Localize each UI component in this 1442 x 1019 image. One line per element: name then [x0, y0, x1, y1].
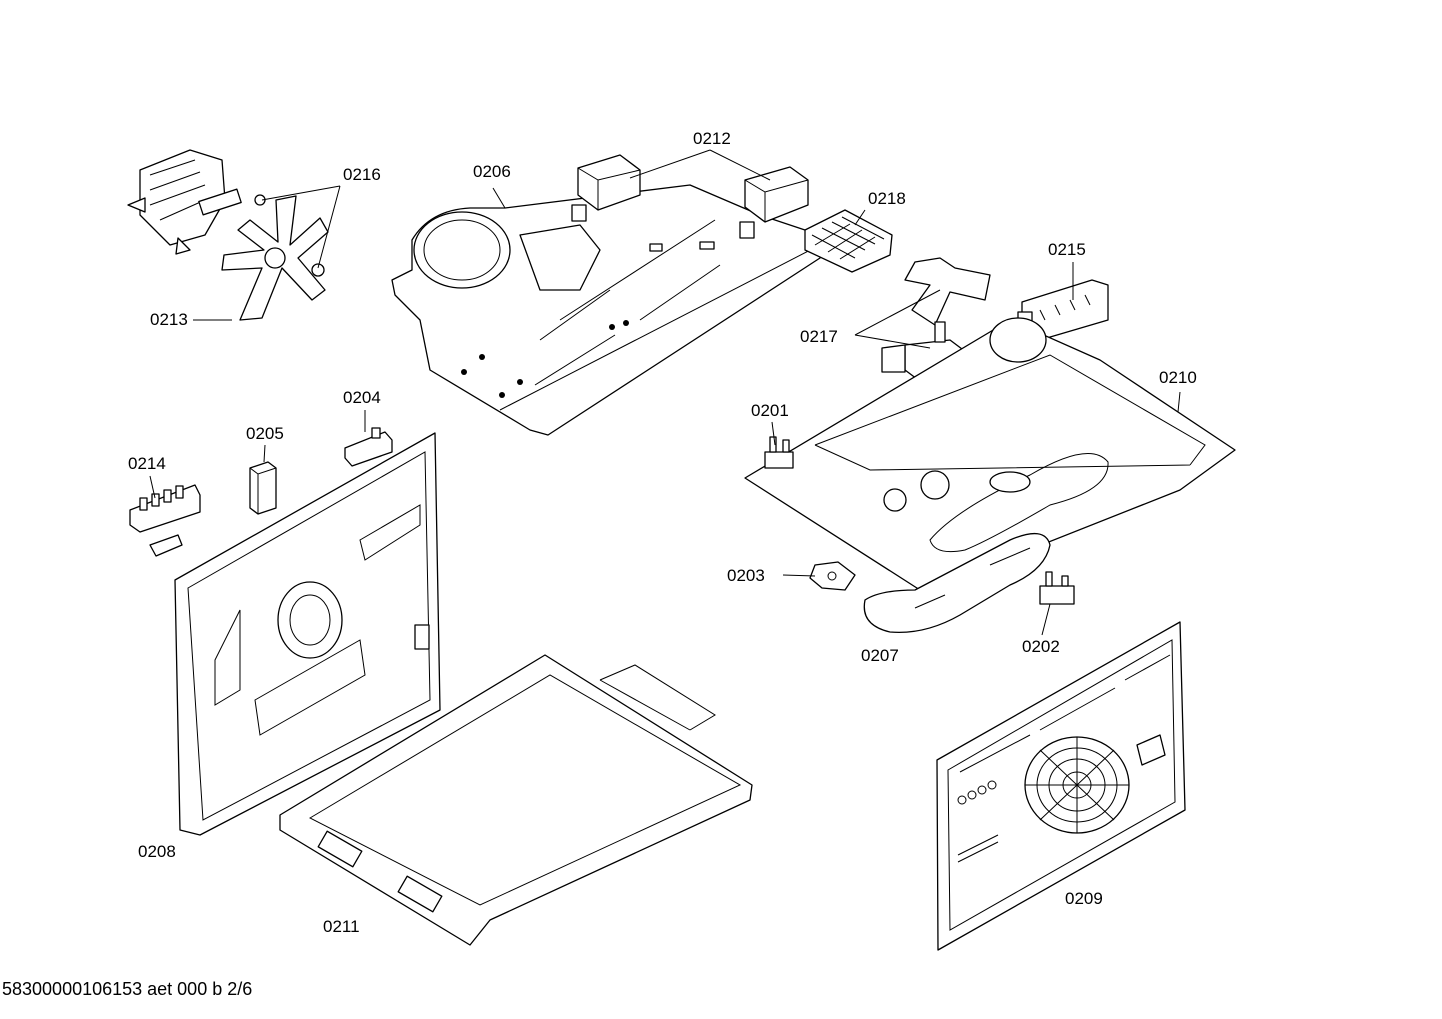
- callout-0206: 0206: [473, 162, 511, 181]
- heatsink-part-0218: [804, 209, 893, 273]
- callout-0207: 0207: [861, 646, 899, 665]
- callout-0209: 0209: [1065, 889, 1103, 908]
- top-cover-part-0206: [391, 184, 836, 436]
- callout-0212: 0212: [693, 129, 731, 148]
- base-plate-part-0210: [744, 317, 1236, 591]
- side-panel-part-0208: [174, 432, 441, 836]
- callout-0218: 0218: [868, 189, 906, 208]
- transformer-part-0212a: [571, 154, 641, 222]
- fan-motor-part-0216: [127, 149, 325, 277]
- callout-0215: 0215: [1048, 240, 1086, 259]
- callout-0213: 0213: [150, 310, 188, 329]
- switch-part-0214: [129, 484, 201, 557]
- transformer-part-0212b: [739, 166, 809, 239]
- switch-part-0204: [344, 427, 393, 467]
- clip-part-0203: [809, 561, 856, 591]
- callout-0202: 0202: [1022, 637, 1060, 656]
- fan-blade-part-0213: [221, 195, 329, 321]
- callout-0208: 0208: [138, 842, 176, 861]
- callout-0205: 0205: [246, 424, 284, 443]
- thermostat-part-0202: [1039, 571, 1075, 605]
- switch-part-0205: [249, 461, 277, 515]
- callout-0211: 0211: [323, 917, 360, 936]
- rear-panel-part-0209: [936, 621, 1186, 951]
- callout-0214: 0214: [128, 454, 166, 473]
- callout-0216: 0216: [343, 165, 381, 184]
- callout-0217: 0217: [800, 327, 838, 346]
- leader-lines: [149, 149, 1181, 636]
- callout-0203: 0203: [727, 566, 765, 585]
- drawing-reference-footer: 58300000106153 aet 000 b 2/6: [2, 979, 253, 999]
- element-cover-part-0207: [863, 533, 1051, 634]
- thermostat-part-0201: [764, 436, 794, 469]
- callout-0210: 0210: [1159, 368, 1197, 387]
- callout-0201: 0201: [751, 401, 789, 420]
- bottom-tray-part-0211: [279, 654, 753, 946]
- callout-0204: 0204: [343, 388, 381, 407]
